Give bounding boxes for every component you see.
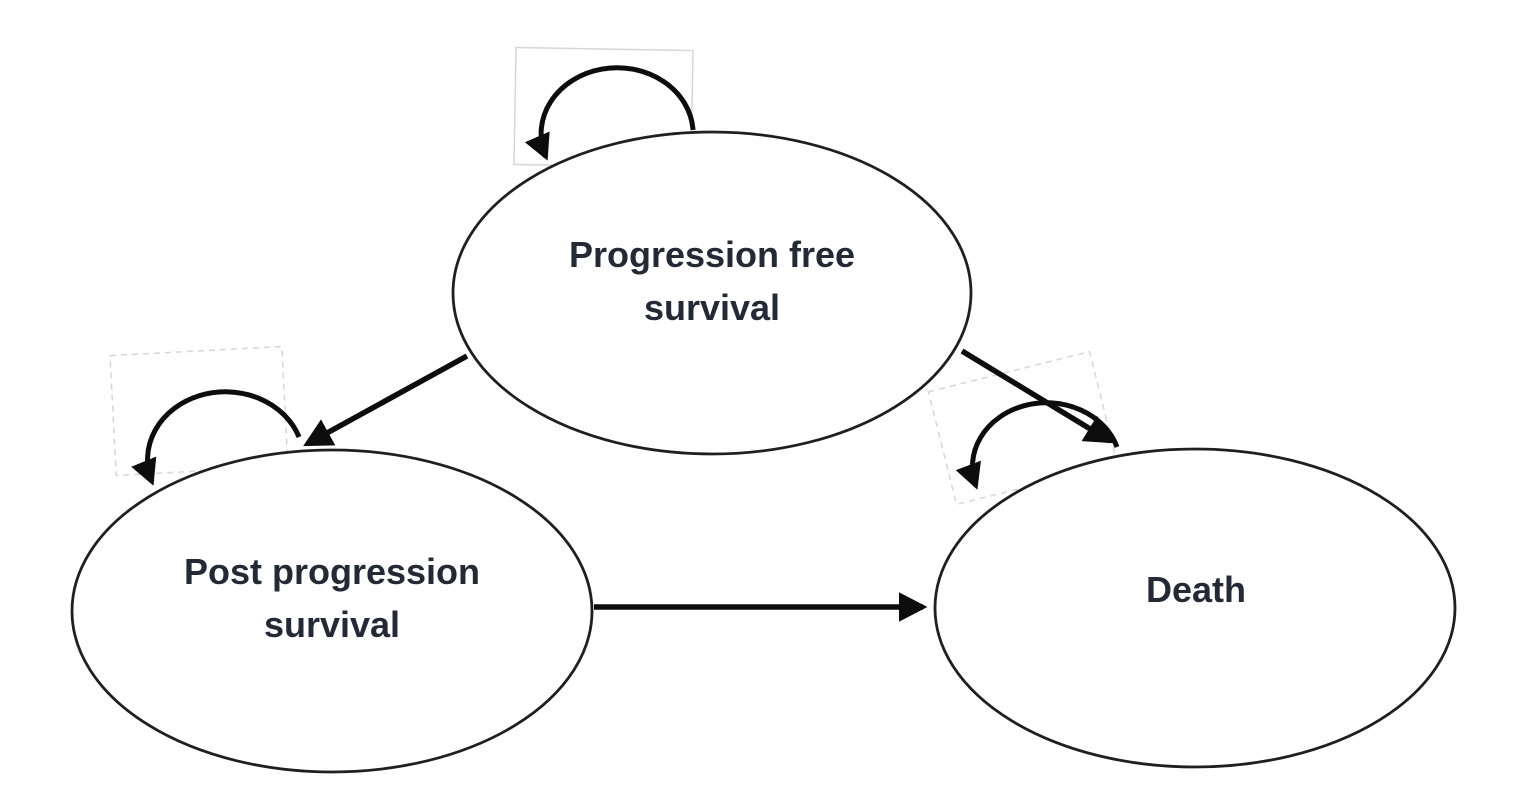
edge-pfs-self-loop	[524, 65, 696, 161]
node-death	[933, 447, 1457, 769]
edge-pps-self-loop	[131, 389, 302, 486]
label-post-progression-survival-line1: Post progression	[184, 551, 480, 592]
node-post-progression-survival	[70, 448, 594, 774]
node-progression-free-survival	[451, 130, 973, 456]
edge-pfs-to-death	[960, 348, 1114, 444]
label-post-progression-survival-line2: survival	[264, 604, 400, 645]
label-death: Death	[1146, 569, 1246, 610]
label-progression-free-survival-line1: Progression free	[569, 234, 855, 275]
edge-pfs-to-pps	[303, 353, 469, 447]
label-progression-free-survival-line2: survival	[644, 287, 780, 328]
